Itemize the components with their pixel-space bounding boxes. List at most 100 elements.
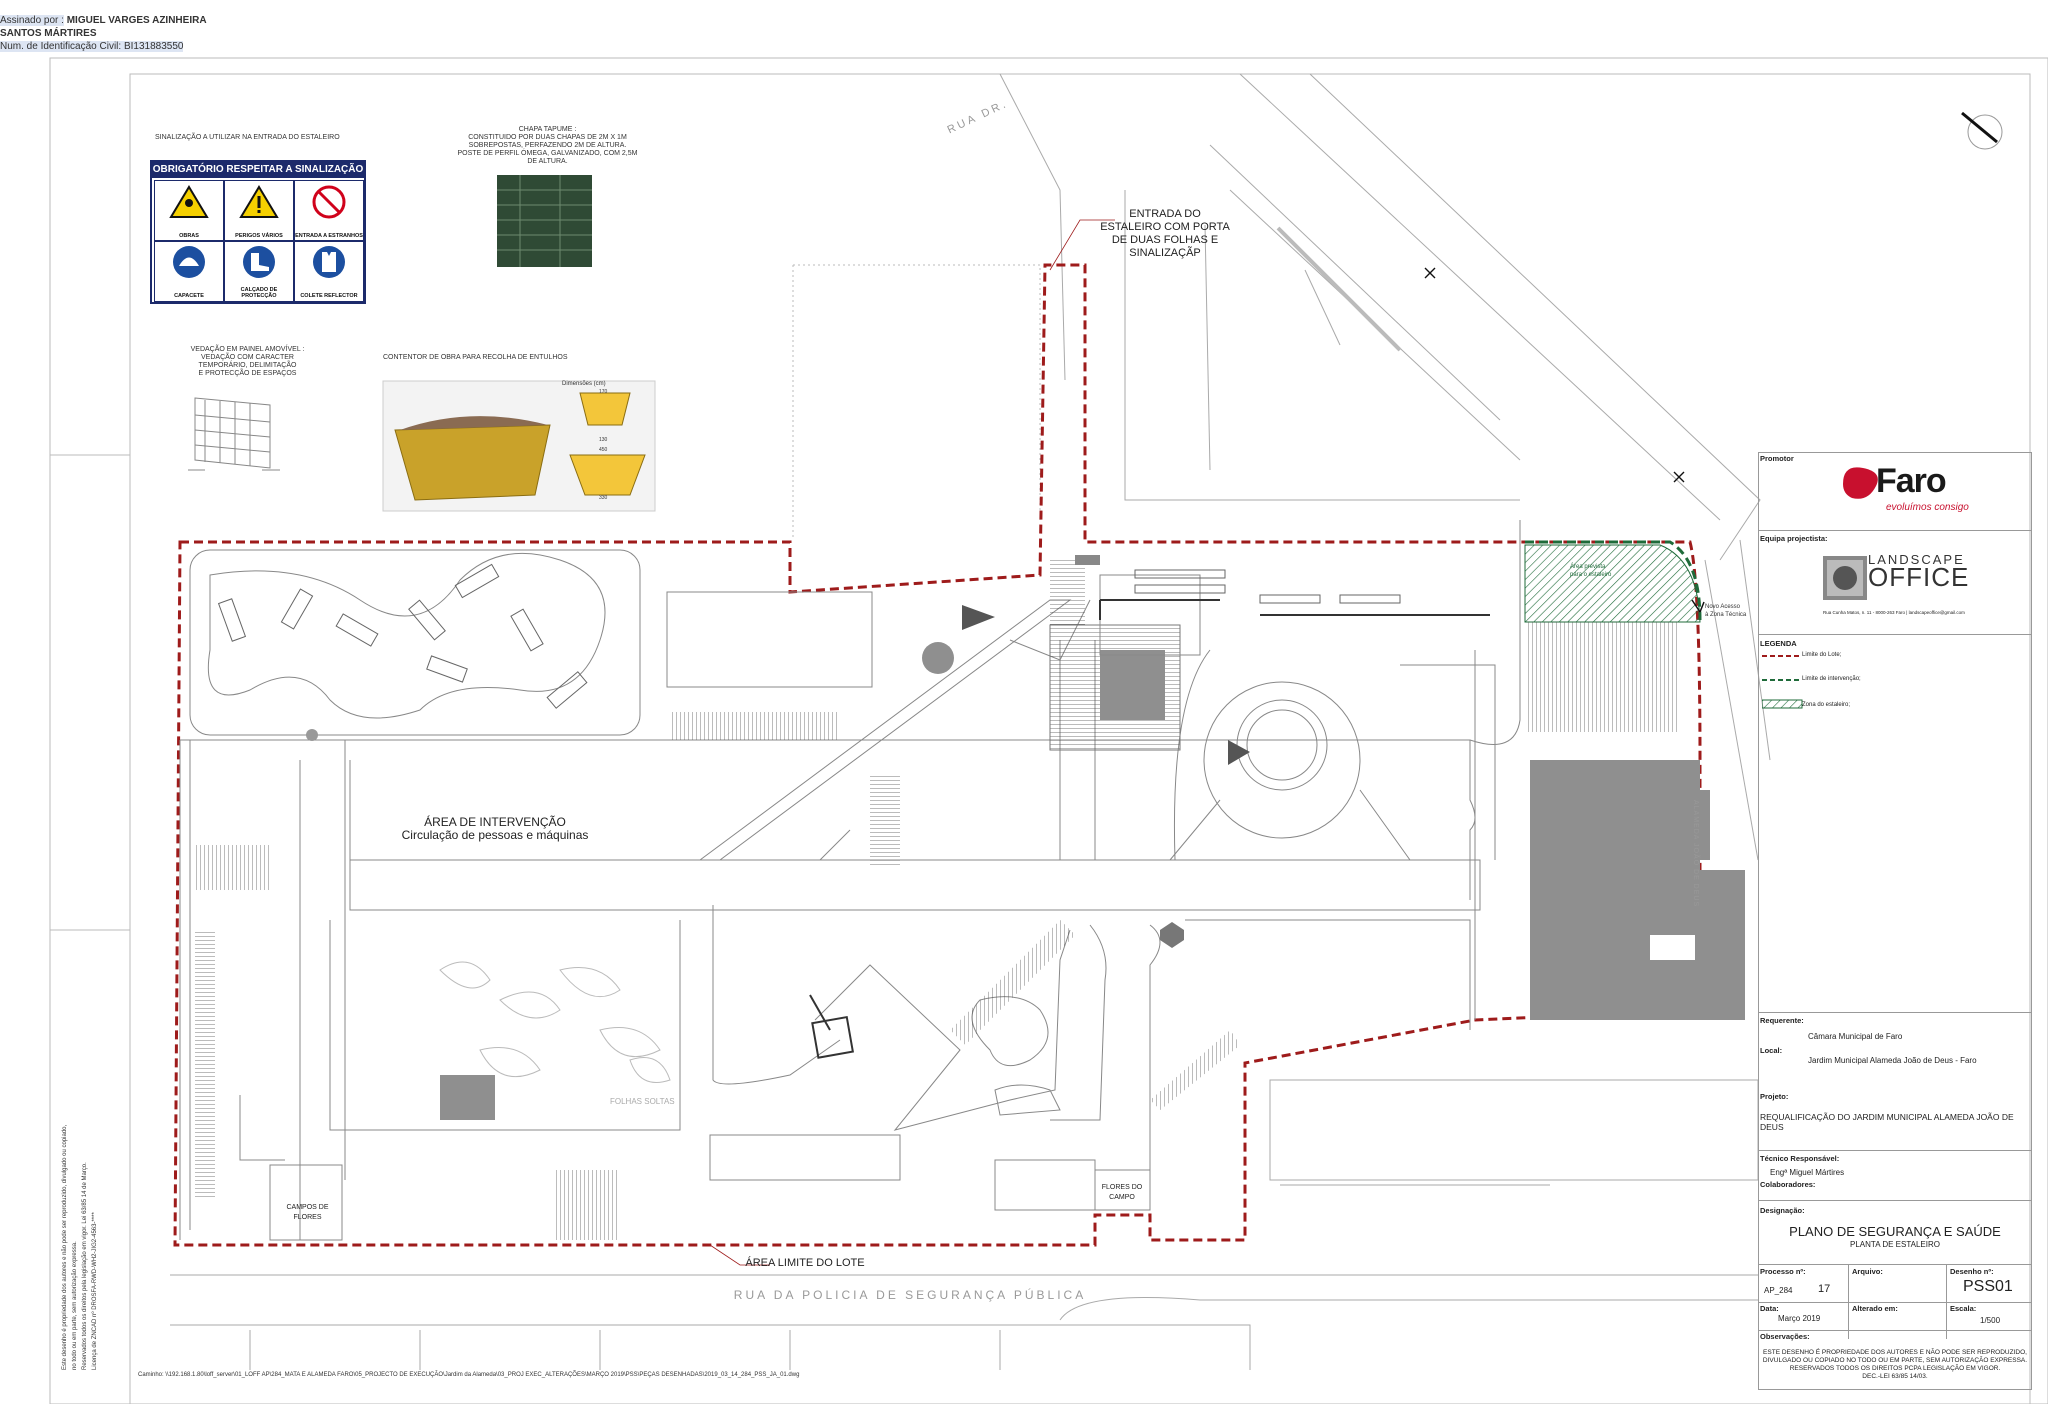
legend-intervention-limit: Limite de intervenção; (1802, 676, 1861, 682)
processo-label: Processo nº: (1760, 1267, 1806, 1276)
north-arrow-icon (1961, 111, 2003, 150)
contentor-note: CONTENTOR DE OBRA PARA RECOLHA DE ENTULH… (383, 354, 568, 361)
boot-icon (243, 246, 275, 278)
warning-icon (239, 185, 279, 218)
direction-arrow (962, 605, 995, 630)
sign-construction: OBRAS (154, 180, 224, 242)
tecnico-label: Técnico Responsável: (1760, 1154, 1840, 1163)
tapume-image-icon (497, 175, 592, 267)
signage-board: OBRIGATÓRIO RESPEITAR A SINALIZAÇÃO OBRA… (150, 160, 366, 304)
kiosk-building (1100, 650, 1165, 720)
sign-boots: CALÇADO DE PROTECÇÃO (224, 240, 294, 302)
promotor-label: Promotor (1760, 454, 1794, 463)
colaboradores-label: Colaboradores: (1760, 1180, 1816, 1189)
arquivo-label: Arquivo: (1852, 1267, 1883, 1276)
garden-layout (179, 520, 1521, 1241)
requerente-value: Câmara Municipal de Faro (1808, 1032, 1903, 1041)
construction-worker-icon (169, 185, 209, 218)
dim-mid: 130 (599, 437, 608, 443)
ramp-stairs (1150, 1030, 1240, 1110)
file-path-note: Caminho: \\192.168.1.80\loff_server\01_L… (138, 1372, 800, 1378)
helmet-icon (173, 246, 205, 278)
leader-lines (709, 219, 1115, 1266)
designacao-value: PLANO DE SEGURANÇA E SAÚDE (1789, 1224, 2001, 1239)
legend-lot-limit: Limite do Lote; (1802, 652, 1842, 658)
intervention-area-label: ÁREA DE INTERVENÇÃO Circulação de pessoa… (401, 815, 589, 842)
benches (217, 563, 1401, 709)
projeto-value: REQUALIFICAÇÃO DO JARDIM MUNICIPAL ALAME… (1760, 1112, 2014, 1132)
movable-fence-icon (188, 397, 280, 471)
intervention-limit-line (1525, 540, 1702, 621)
surrounding-streets (170, 73, 1771, 1370)
designacao-sub: PLANTA DE ESTALEIRO (1850, 1240, 1940, 1249)
faro-slogan: evoluímos consigo (1886, 502, 1969, 513)
local-label: Local: (1760, 1046, 1783, 1055)
title-block: Promotor Faro evoluímos consigo Equipa p… (1758, 452, 2032, 1390)
deck (1525, 622, 1680, 732)
street-right-label: ALAMEDA JOÃO DE DEUS (1692, 800, 1699, 908)
projeto-label: Projeto: (1760, 1092, 1789, 1101)
loose-leaves-drawing (439, 961, 671, 1083)
signage-header: OBRIGATÓRIO RESPEITAR A SINALIZAÇÃO (152, 162, 364, 178)
processo-value: AP_284 (1764, 1286, 1793, 1295)
no-entry-hand-icon (312, 185, 346, 219)
data-label: Data: (1760, 1304, 1779, 1313)
alterado-label: Alterado em: (1852, 1304, 1898, 1313)
stair (670, 712, 840, 740)
tapume-note: CHAPA TAPUME : CONSTITUIDO POR DUAS CHAP… (457, 126, 638, 165)
designacao-label: Designação: (1760, 1206, 1805, 1215)
signer-name-line1: MIGUEL VARGES AZINHEIRA (66, 15, 207, 26)
data-value: Março 2019 (1778, 1314, 1821, 1323)
direction-arrow (1228, 740, 1250, 765)
site-zone-hatch (1524, 544, 1701, 623)
faro-logo-text: Faro (1876, 462, 1947, 500)
ramp-stairs (950, 920, 1075, 1045)
sign-vest: COLETE REFLECTOR (294, 240, 364, 302)
digital-signature: Assinado por : MIGUEL VARGES AZINHEIRA S… (0, 14, 207, 53)
signed-by-label: Assinado por : (0, 15, 64, 26)
vest-icon (313, 246, 345, 278)
vedacao-note: VEDAÇÃO EM PAINEL AMOVÍVEL : VEDAÇÃO COM… (190, 346, 305, 377)
stair (870, 775, 900, 865)
copyright-vertical-note: Este desenho é propriedade dos autores e… (62, 1124, 98, 1370)
tecnico-value: Engª Miguel Mártires (1770, 1168, 1845, 1177)
survey-marks (1424, 267, 1685, 483)
legend-swatches (1762, 655, 1803, 709)
lot-limit-line (173, 263, 1702, 1247)
observacoes-label: Observações: (1760, 1332, 1810, 1341)
legend-site-zone: Zona do estaleiro; (1802, 702, 1851, 708)
dim-width: 450 (599, 447, 608, 453)
signage-title: SINALIZAÇÃO A UTILIZAR NA ENTRADA DO EST… (155, 134, 340, 141)
faro-logo-icon (1843, 467, 1878, 499)
small-building (440, 1075, 495, 1120)
sign-warning: PERIGOS VÁRIOS (224, 180, 294, 242)
sign-no-entry: ENTRADA A ESTRANHOS (294, 180, 364, 242)
stair (195, 845, 270, 890)
sign-helmet: CAPACETE (154, 240, 224, 302)
sheet-frame-inner (129, 73, 2031, 1404)
office-address: Rua Cunha Matos, n. 11 - 8000-263 Faro |… (1823, 610, 1965, 615)
escala-value: 1/500 (1980, 1316, 2001, 1325)
stair (195, 930, 215, 1200)
copyright-notice: ESTE DESENHO É PROPRIEDADE DOS AUTORES E… (1762, 1349, 2028, 1380)
folhas-soltas-label: FOLHAS SOLTAS (610, 1097, 675, 1106)
container-image-icon (382, 380, 656, 512)
escala-label: Escala: (1950, 1304, 1977, 1313)
legend-label: LEGENDA (1760, 639, 1797, 648)
road-marking (1276, 226, 1402, 352)
processo-number: 17 (1818, 1283, 1831, 1295)
requerente-label: Requerente: (1760, 1016, 1804, 1025)
stair (1050, 560, 1085, 625)
dim-top: 170 (599, 389, 608, 395)
desenho-value: PSS01 (1963, 1278, 2013, 1295)
local-value: Jardim Municipal Alameda João de Deus - … (1808, 1056, 1977, 1065)
landscape-office-logo-icon (1823, 556, 1867, 600)
dimensions-label: Dimensões (cm) (562, 381, 606, 387)
office-logo-top: LANDSCAPE (1868, 552, 1965, 567)
fountain (922, 642, 954, 674)
office-logo-text: OFFICE (1868, 562, 1970, 592)
